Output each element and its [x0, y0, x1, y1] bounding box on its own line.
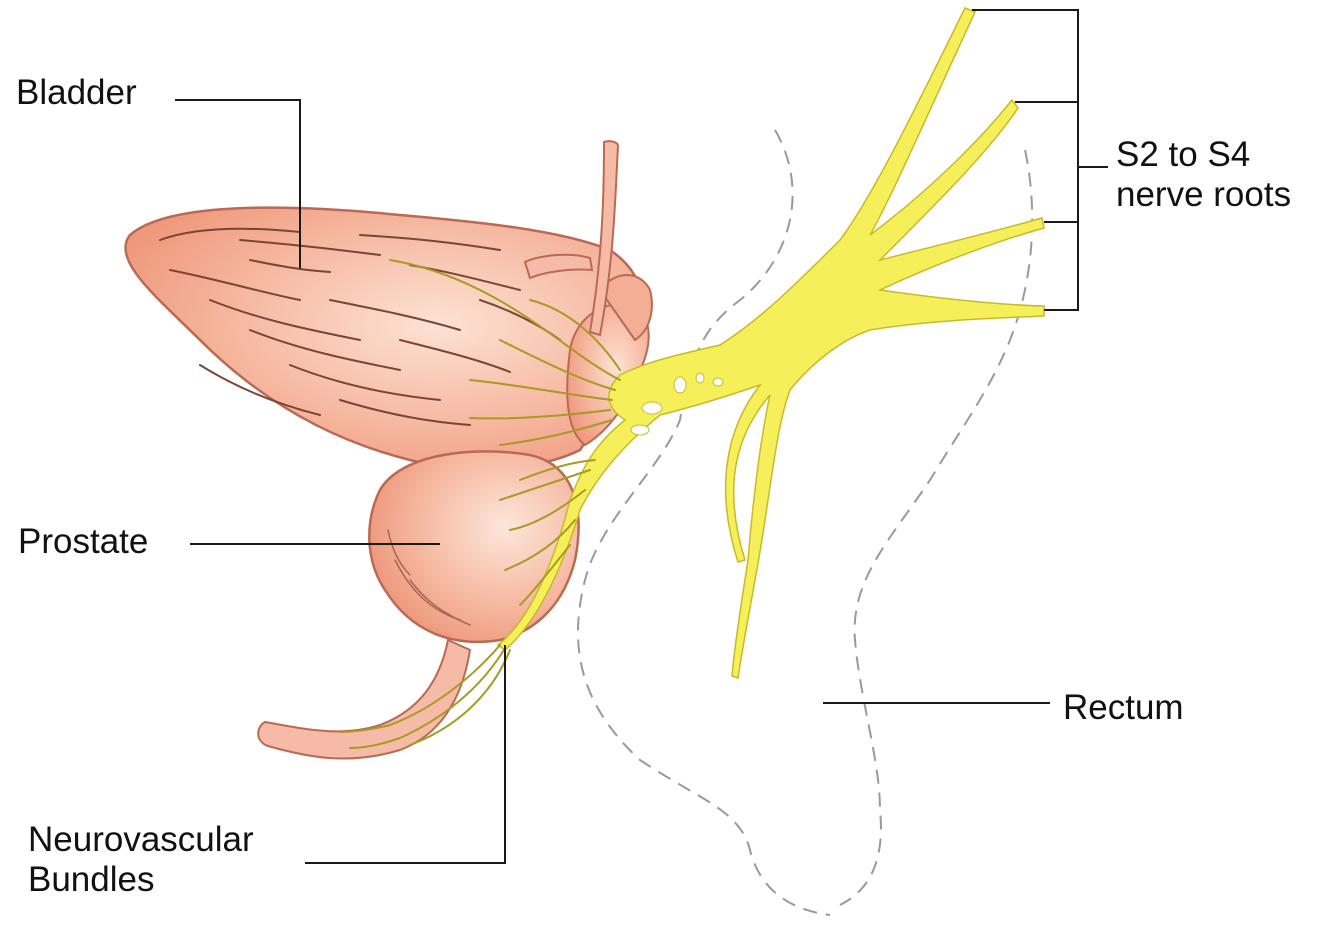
rectum-label: Rectum — [1063, 688, 1184, 728]
nerve-roots-label: S2 to S4 nerve roots — [1116, 135, 1291, 215]
prostate-label: Prostate — [18, 522, 148, 562]
bladder-organ — [125, 208, 651, 469]
bladder-label: Bladder — [16, 73, 137, 113]
neurovascular-bundles-label: Neurovascular Bundles — [28, 820, 254, 900]
nerve-roots-bracket — [972, 10, 1108, 310]
